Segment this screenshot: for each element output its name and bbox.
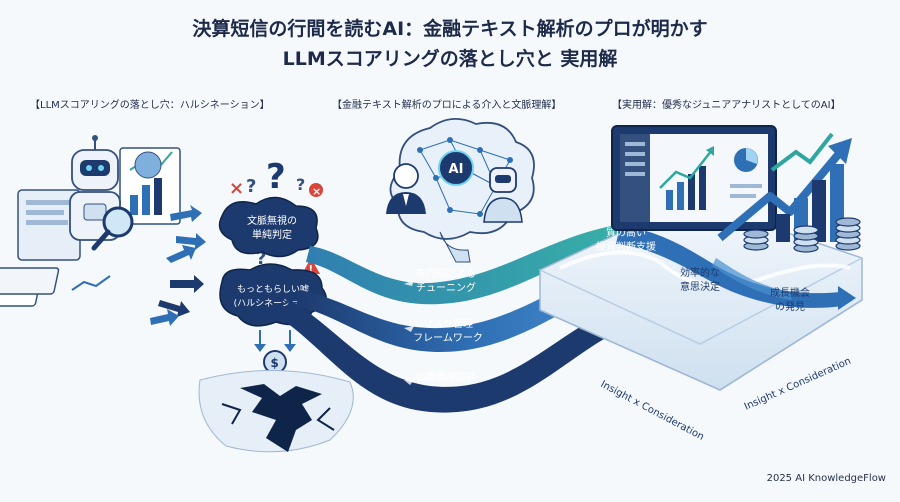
flow-ribbon-solution-highlight <box>712 258 792 300</box>
svg-text:成長機会: 成長機会 <box>770 286 810 299</box>
svg-text:単純判定: 単純判定 <box>252 228 292 241</box>
svg-text:?: ? <box>266 157 286 197</box>
svg-text:?: ? <box>246 176 256 197</box>
flow-ribbon-ops <box>280 300 650 413</box>
bubble-context-ignored: 文脈無視の 単純判定 <box>218 196 319 258</box>
svg-text:もっともらしい嘘: もっともらしい嘘 <box>237 283 309 295</box>
businessman-icon <box>386 163 426 214</box>
svg-text:の発見: の発見 <box>775 300 805 313</box>
flow-arrowheads <box>404 280 414 385</box>
flow-ribbon-tuning <box>306 222 644 305</box>
svg-text:AI: AI <box>449 162 464 177</box>
question-mark-icon: ? ? ? ? <box>246 157 305 269</box>
ground-crack-icon <box>198 369 354 453</box>
section-label-intervention: 【金融テキスト解析のプロによる介入と文脈理解】 <box>332 100 562 111</box>
flow-ribbon-risk <box>296 258 644 352</box>
label-tuning: 専門知による チューニング <box>416 267 476 294</box>
title-line-2: LLMスコアリングの落とし穴と 実用解 <box>282 48 618 70</box>
chaotic-arrows <box>150 205 206 326</box>
svg-text:(ハルシネーション): (ハルシネーション) <box>234 298 313 309</box>
section-label-pitfall: 【LLMスコアリングの落とし穴：ハルシネーション】 <box>30 100 270 111</box>
coin-stack-icon <box>743 217 861 253</box>
section-label-solution: 【実用解：優秀なジュニアアナリストとしてのAI】 <box>612 100 841 111</box>
cross-mark-icon: × × <box>229 178 323 199</box>
svg-text:専門知による: 専門知による <box>416 267 476 280</box>
svg-text:文脈無視の: 文脈無視の <box>247 214 297 227</box>
svg-text:効率的な: 効率的な <box>680 266 720 279</box>
label-ops: 協働運用設計 <box>416 370 476 383</box>
insight-label-1: Insight x Consideration <box>599 379 706 443</box>
svg-text:フレームワーク: フレームワーク <box>413 332 483 344</box>
ai-badge: AI <box>438 150 474 186</box>
solution-platform <box>539 199 863 391</box>
svg-text:×: × <box>229 178 244 199</box>
svg-text:?: ? <box>256 248 266 269</box>
label-growth: 成長機会 の発見 <box>770 286 810 313</box>
title-line-1: 決算短信の行間を読むAI：金融テキスト解析のプロが明かす <box>192 18 708 40</box>
flow-arrowhead-right <box>838 286 856 310</box>
robot-with-magnifier-icon <box>0 135 181 307</box>
credit-footer: 2025 AI KnowledgeFlow <box>766 473 886 484</box>
svg-text:×: × <box>312 185 321 198</box>
label-risk: リスク管理 フレームワーク <box>413 317 483 344</box>
svg-text:$: $ <box>271 356 279 370</box>
svg-text:!: ! <box>309 264 314 275</box>
svg-text:リスク管理: リスク管理 <box>423 317 473 330</box>
svg-text:チューニング: チューニング <box>416 281 476 294</box>
svg-text:意思決定: 意思決定 <box>680 280 720 293</box>
label-efficiency: 効率的な 意思決定 <box>680 266 720 293</box>
svg-text:?: ? <box>296 175 305 194</box>
svg-text:投資判断支援: 投資判断支援 <box>596 240 656 253</box>
falling-coin-icon: $ <box>254 330 296 374</box>
robot-head-icon <box>483 167 523 223</box>
flow-ribbon-solution <box>616 226 842 308</box>
dashboard-monitor-icon <box>611 125 777 231</box>
